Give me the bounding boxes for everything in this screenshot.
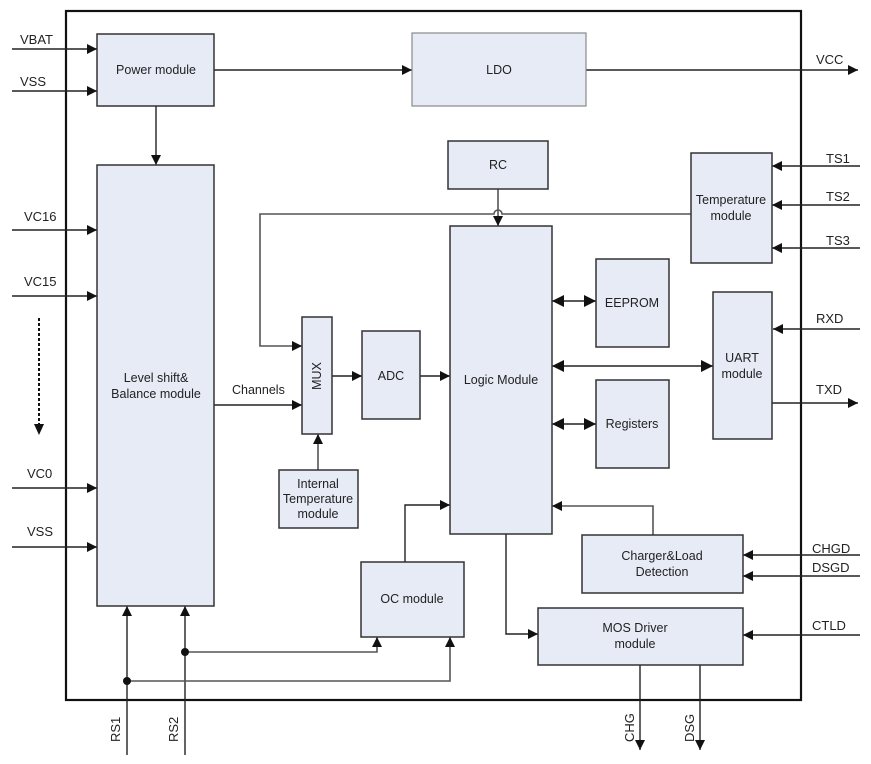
chip-boundary bbox=[64, 9, 803, 702]
adc-label: ADC bbox=[378, 369, 404, 383]
eeprom-block: EEPROM bbox=[595, 258, 670, 348]
pin-vc0: VC0 bbox=[27, 466, 52, 481]
pin-txd: TXD bbox=[816, 382, 842, 397]
mos-label-2: module bbox=[615, 637, 656, 651]
logic-module-block: Logic Module bbox=[449, 225, 553, 535]
pin-dsg: DSG bbox=[682, 714, 697, 742]
pin-vss-bottom: VSS bbox=[27, 524, 53, 539]
pin-rs1: RS1 bbox=[108, 717, 123, 742]
rc-label: RC bbox=[489, 158, 507, 172]
oc-module-label: OC module bbox=[380, 592, 443, 606]
pin-vbat: VBAT bbox=[20, 32, 53, 47]
mos-label-1: MOS Driver bbox=[602, 621, 667, 635]
oc-module-block: OC module bbox=[360, 561, 465, 638]
pin-rs2: RS2 bbox=[166, 717, 181, 742]
pin-chgd: CHGD bbox=[812, 541, 850, 556]
registers-label: Registers bbox=[606, 417, 659, 431]
uart-module-block: UART module bbox=[712, 291, 773, 440]
wire-oc-logic bbox=[404, 500, 450, 562]
temperature-label-2: module bbox=[711, 209, 752, 223]
adc-block: ADC bbox=[361, 330, 421, 420]
wire-rs2-oc bbox=[185, 637, 382, 653]
junction-rs2 bbox=[181, 648, 189, 656]
power-module-block: Power module bbox=[96, 33, 215, 107]
pin-vc15: VC15 bbox=[24, 274, 57, 289]
wire-rs1-oc bbox=[127, 637, 455, 682]
uart-label-2: module bbox=[722, 367, 763, 381]
logic-module-label: Logic Module bbox=[464, 373, 538, 387]
uart-label-1: UART bbox=[725, 351, 759, 365]
pin-ts3: TS3 bbox=[826, 233, 850, 248]
mux-label: MUX bbox=[310, 361, 324, 389]
dotted-arrow-head bbox=[34, 424, 44, 435]
pin-rxd: RXD bbox=[816, 311, 843, 326]
wire-charger-logic bbox=[552, 501, 654, 535]
temperature-module-block: Temperature module bbox=[690, 152, 773, 264]
power-module-label: Power module bbox=[116, 63, 196, 77]
charger-label-2: Detection bbox=[636, 565, 689, 579]
pin-ts2: TS2 bbox=[826, 189, 850, 204]
ldo-label: LDO bbox=[486, 63, 512, 77]
pin-vcc: VCC bbox=[816, 52, 843, 67]
pin-vc16: VC16 bbox=[24, 209, 57, 224]
pin-vss-top: VSS bbox=[20, 74, 46, 89]
level-shift-label-1: Level shift& bbox=[124, 371, 189, 385]
charger-label-1: Charger&Load bbox=[621, 549, 702, 563]
level-shift-balance-block: Level shift& Balance module bbox=[96, 164, 215, 607]
junction-rs1 bbox=[123, 677, 131, 685]
ldo-block: LDO bbox=[411, 32, 587, 107]
registers-block: Registers bbox=[595, 379, 670, 469]
charger-load-detection-block: Charger&Load Detection bbox=[581, 534, 744, 594]
rc-block: RC bbox=[447, 140, 549, 190]
pin-ctld: CTLD bbox=[812, 618, 846, 633]
level-shift-label-2: Balance module bbox=[111, 387, 201, 401]
internal-temp-label-2: Temperature bbox=[283, 492, 353, 506]
temperature-label-1: Temperature bbox=[696, 193, 766, 207]
pin-chg: CHG bbox=[622, 713, 637, 742]
internal-temp-label-1: Internal bbox=[297, 477, 339, 491]
wire-temp-mux bbox=[259, 209, 691, 351]
internal-temperature-block: Internal Temperature module bbox=[278, 469, 359, 529]
pin-dsgd: DSGD bbox=[812, 560, 850, 575]
channels-label: Channels bbox=[232, 383, 285, 397]
pin-ts1: TS1 bbox=[826, 151, 850, 166]
eeprom-label: EEPROM bbox=[605, 296, 659, 310]
wire-logic-mos bbox=[505, 534, 538, 639]
internal-temp-label-3: module bbox=[298, 507, 339, 521]
mos-driver-block: MOS Driver module bbox=[537, 607, 744, 666]
mux-block: MUX bbox=[301, 316, 333, 435]
